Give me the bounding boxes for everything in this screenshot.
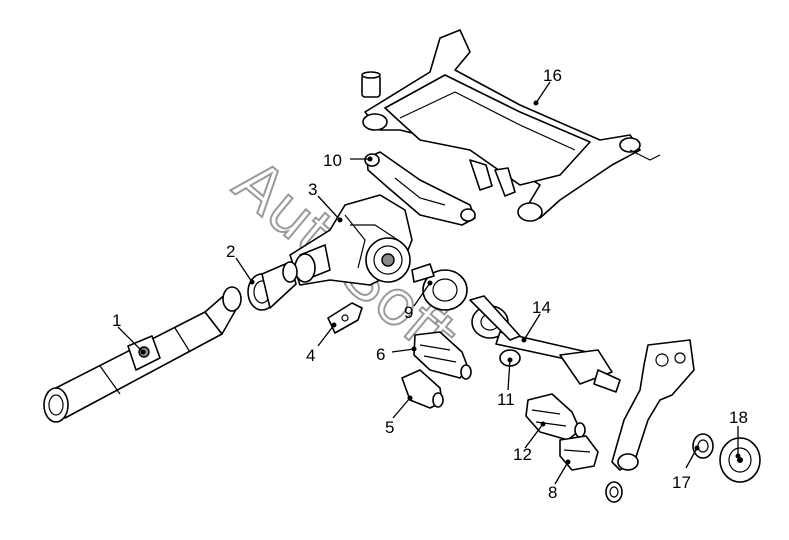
boot-5-part	[401, 369, 444, 409]
callout-2: 2	[226, 242, 235, 261]
boot-6-part	[413, 331, 472, 380]
callout-16: 16	[543, 66, 562, 85]
link-arm-part	[364, 151, 476, 226]
subframe-part	[361, 29, 661, 222]
boot-12-part	[525, 393, 586, 441]
leader-lines	[117, 81, 741, 485]
callout-18: 18	[729, 408, 748, 427]
bracket-part	[327, 302, 363, 334]
callout-14: 14	[532, 298, 551, 317]
propeller-shaft-part	[43, 286, 242, 423]
callout-12: 12	[513, 445, 532, 464]
callout-17: 17	[672, 473, 691, 492]
callout-4: 4	[306, 346, 315, 365]
callout-6: 6	[376, 345, 385, 364]
callout-10: 10	[323, 151, 342, 170]
bearing-part	[692, 433, 714, 459]
callout-1: 1	[112, 311, 121, 330]
callout-3: 3	[308, 180, 317, 199]
wheel-hub-part	[719, 437, 761, 483]
callout-8: 8	[548, 483, 557, 502]
flange-part	[247, 261, 298, 311]
callout-5: 5	[385, 418, 394, 437]
differential-part	[289, 194, 413, 286]
callout-11: 11	[497, 390, 515, 409]
hub-carrier-part	[605, 339, 695, 503]
callout-9: 9	[404, 303, 413, 322]
callout-labels: 1 2 3 4 5 6 8 9 10 11 12 14 16 17 18	[112, 66, 748, 502]
